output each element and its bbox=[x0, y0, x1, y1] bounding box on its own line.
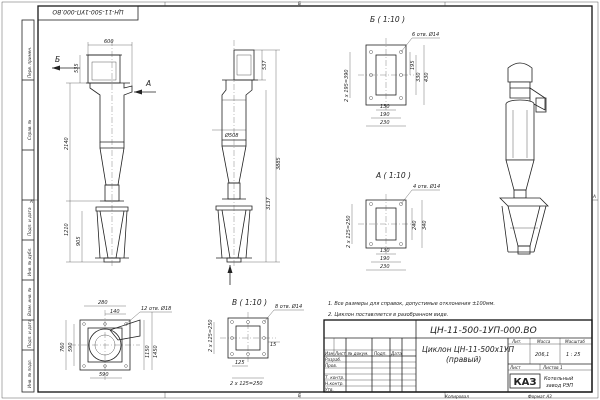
isometric-view bbox=[499, 62, 549, 255]
view-v-dim-15: 15 bbox=[270, 342, 276, 348]
view-a-dim-190: 190 bbox=[380, 256, 390, 262]
strip-first-use: Перв. примен. bbox=[27, 47, 32, 78]
strip-dup-inv: Инв. № дубл. bbox=[27, 247, 32, 276]
view-b-dim-330: 330 bbox=[416, 72, 422, 82]
arrow-a-label: А bbox=[145, 79, 151, 88]
view-b-dim-430: 430 bbox=[424, 72, 430, 82]
side-dim-537: 537 bbox=[262, 60, 268, 70]
base-plan-view: 12 отв. Ø18 280 140 590 760 1150 1450 59… bbox=[60, 300, 172, 380]
title-block-code: ЦН-11-500-1УП-000.ВО bbox=[430, 326, 537, 336]
rotated-stamp: ЦН-11-500-1УП-000.ВО bbox=[37, 5, 139, 21]
base-plan-dim-590: 590 bbox=[68, 342, 74, 352]
side-strip: Перв. примен. Справ. № Подп. и дата Инв.… bbox=[21, 19, 35, 393]
tb-sheet: Лист bbox=[509, 365, 521, 370]
tb-header-date: Дата bbox=[390, 351, 402, 356]
note-1: 1. Все размеры для справок, допустимые о… bbox=[328, 301, 495, 307]
base-plan-dim-280: 280 bbox=[98, 300, 108, 306]
tb-mass-value: 206,1 bbox=[535, 352, 549, 358]
side-dim-dia508: Ø508 bbox=[224, 132, 238, 139]
tb-role-checker: Пров. bbox=[325, 363, 337, 368]
view-a-dim-2x125: 2 х 125=250 bbox=[346, 215, 352, 248]
side-dim-3885: 3885 bbox=[276, 157, 282, 170]
tb-header-sheet: Лист bbox=[334, 351, 346, 356]
view-b-dim-195: 195 bbox=[410, 60, 416, 70]
view-a-holes: 4 отв. Ø14 bbox=[413, 183, 440, 190]
edge-marker-b-bottom: Б bbox=[298, 393, 301, 398]
view-v: В ( 1:10 ) 8 отв. Ø14 2 х 125=250 125 2 … bbox=[208, 298, 304, 387]
front-dim-2140: 2140 bbox=[64, 137, 70, 150]
strip-orig-inv: Инв. № подл. bbox=[27, 359, 32, 388]
front-dim-1210: 1210 bbox=[64, 223, 70, 236]
tb-role-norm-control: Н.контр. bbox=[325, 381, 344, 386]
tb-header-sign: Подп. bbox=[374, 351, 387, 356]
view-v-dim-2x125: 2 х 125=250 bbox=[208, 319, 214, 352]
tb-name-line1: Циклон ЦН-11-500х1УП bbox=[422, 345, 514, 354]
view-a-title: А ( 1:10 ) bbox=[375, 171, 411, 180]
view-a-dim-230: 230 bbox=[380, 264, 390, 270]
side-dim-3137: 3137 bbox=[266, 196, 272, 210]
base-plan-dim-1450: 1450 bbox=[153, 345, 159, 358]
edge-marker-a-left: А bbox=[29, 199, 33, 204]
title-block: ЦН-11-500-1УП-000.ВО Изм. Лист № докум. … bbox=[323, 319, 593, 393]
stamp-code: ЦН-11-500-1УП-000.ВО bbox=[52, 8, 123, 15]
front-view: 600 535 2140 1210 905 Б А bbox=[52, 39, 156, 268]
view-b: Б ( 1:10 ) 6 отв. Ø14 2 х 195=390 195 33… bbox=[344, 15, 440, 127]
strip-ref-no: Справ. № bbox=[27, 119, 32, 140]
view-v-dim-125: 125 bbox=[235, 360, 245, 366]
view-b-title: Б ( 1:10 ) bbox=[370, 15, 405, 24]
tb-role-approved: Утв. bbox=[325, 387, 334, 392]
tb-role-developer: Разраб. bbox=[325, 357, 341, 362]
tb-logo: КАЗ bbox=[513, 377, 536, 388]
tb-col-scale: Масштаб bbox=[565, 339, 585, 344]
front-dim-905: 905 bbox=[76, 236, 82, 246]
note-2: 2. Циклон поставляется в разобранном вид… bbox=[328, 312, 448, 318]
base-plan-dim-590b: 590 bbox=[99, 372, 109, 378]
view-v-dim-2x125b: 2 х 125=250 bbox=[230, 381, 263, 387]
base-plan-dim-140: 140 bbox=[110, 309, 120, 315]
view-v-title: В ( 1:10 ) bbox=[232, 298, 267, 307]
view-b-holes: 6 отв. Ø14 bbox=[412, 31, 439, 38]
tb-header-change: Изм. bbox=[325, 351, 335, 356]
tb-name-line2: (правый) bbox=[446, 355, 481, 364]
view-b-dim-2x195: 2 х 195=390 bbox=[344, 69, 350, 102]
view-a-dim-130: 130 bbox=[380, 248, 390, 254]
view-b-dim-190: 190 bbox=[380, 112, 390, 118]
arrow-b-label: Б bbox=[55, 55, 60, 64]
edge-marker-b-top: Б bbox=[298, 1, 301, 6]
tb-col-lit: Лит. bbox=[511, 339, 522, 344]
view-v-holes: 8 отв. Ø14 bbox=[275, 303, 302, 310]
footer-format: Формат А3 bbox=[528, 394, 552, 399]
strip-repl-inv: Взам. инв. № bbox=[27, 287, 32, 316]
base-plan-dim-1150: 1150 bbox=[145, 345, 151, 358]
zone-markers: А А Б Б bbox=[29, 1, 598, 398]
base-plan-holes: 12 отв. Ø18 bbox=[141, 305, 171, 312]
view-a-dim-340: 340 bbox=[422, 220, 428, 230]
view-b-dim-130: 130 bbox=[380, 104, 390, 110]
tb-role-tech-control: Т. контр. bbox=[325, 375, 344, 380]
inner-frame bbox=[37, 5, 593, 393]
tb-col-mass: Масса bbox=[537, 339, 551, 344]
strip-sign-date-1: Подп. и дата bbox=[27, 207, 32, 236]
view-b-dim-230: 230 bbox=[380, 120, 390, 126]
footer-copied: Копировал bbox=[445, 394, 469, 399]
front-dim-600: 600 bbox=[104, 39, 114, 45]
base-plan-dim-760: 760 bbox=[60, 342, 66, 352]
tb-scale-value: 1 : 25 bbox=[566, 352, 580, 358]
edge-marker-a-right: А bbox=[592, 194, 596, 199]
strip-sign-date-2: Подп. и дата bbox=[27, 319, 32, 348]
tb-sheets: Листов 1 bbox=[542, 365, 563, 370]
tb-org-line1: Котельный bbox=[544, 376, 574, 382]
notes: 1. Все размеры для справок, допустимые о… bbox=[328, 301, 495, 318]
side-view: Ø508 537 3885 3137 bbox=[212, 40, 282, 285]
tb-org-line2: завод РЭП bbox=[546, 383, 573, 389]
view-a: А ( 1:10 ) 4 отв. Ø14 2 х 125=250 240 34… bbox=[346, 171, 440, 271]
tb-header-doc-no: № докум. bbox=[347, 351, 369, 356]
view-a-dim-240: 240 bbox=[412, 220, 418, 230]
